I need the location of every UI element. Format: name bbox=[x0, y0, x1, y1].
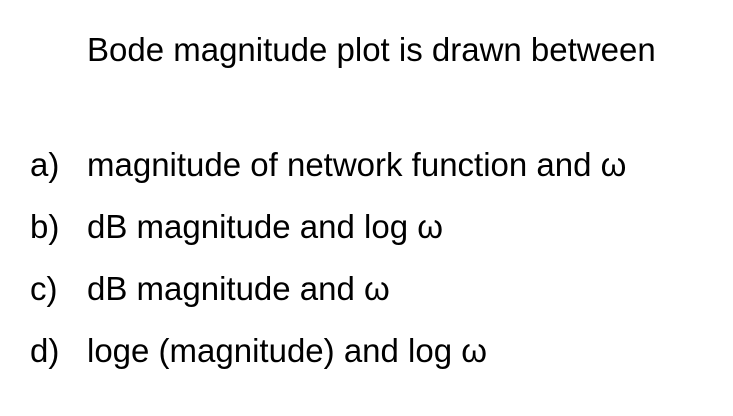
option-b[interactable]: b) dB magnitude and log ω bbox=[30, 207, 626, 269]
option-letter: c) bbox=[30, 270, 58, 307]
option-letter: d) bbox=[30, 332, 60, 369]
option-letter: b) bbox=[30, 208, 60, 245]
options-list: a) magnitude of network function and ω b… bbox=[30, 145, 626, 393]
option-text: magnitude of network function and ω bbox=[87, 146, 627, 183]
option-a[interactable]: a) magnitude of network function and ω bbox=[30, 145, 626, 207]
option-letter: a) bbox=[30, 146, 60, 183]
option-c[interactable]: c) dB magnitude and ω bbox=[30, 269, 626, 331]
option-text: dB magnitude and log ω bbox=[87, 208, 444, 245]
option-text: dB magnitude and ω bbox=[87, 270, 390, 307]
question-text: Bode magnitude plot is drawn between bbox=[87, 31, 656, 68]
option-d[interactable]: d) loge (magnitude) and log ω bbox=[30, 331, 626, 393]
option-text: loge (magnitude) and log ω bbox=[87, 332, 488, 369]
